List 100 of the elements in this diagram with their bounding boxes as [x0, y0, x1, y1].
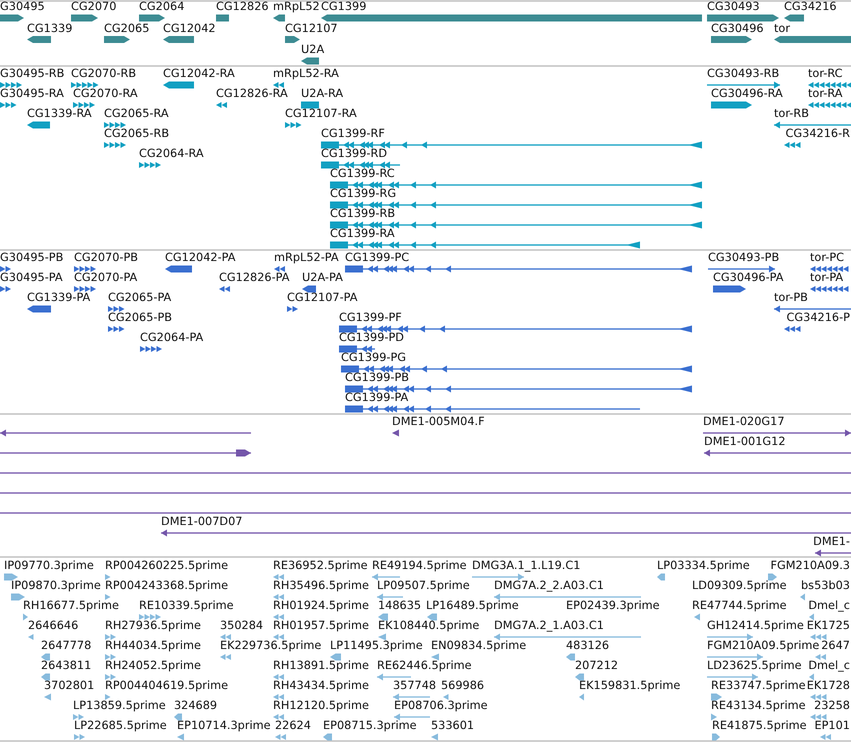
est-label: EK159831.5prime [579, 679, 680, 692]
est-label: LP11495.3prime [330, 639, 423, 652]
transcript-label: mRpL52-RA [273, 67, 339, 80]
est-label: 3702801 [44, 679, 94, 692]
est-label: EP08715.3prime [323, 719, 417, 732]
est-label: RH27936.5prime [105, 619, 201, 632]
est-label: 22624 [275, 719, 311, 732]
protein-label: CG1399-PC [345, 251, 410, 264]
transcript-label: CG2065-RB [104, 127, 170, 140]
transcript-label: CG12826-RA [216, 87, 288, 100]
est-label: 357748 [393, 679, 436, 692]
transcript-label: CG1399-RB [330, 207, 396, 220]
est-label: EP10714.3prime [177, 719, 271, 732]
est-label: RH35496.5prime [273, 579, 369, 592]
est-label: FGM210A09.5prime [707, 639, 820, 652]
protein-label: CG1399-PG [341, 351, 406, 364]
protein-label: CG1399-PA [345, 391, 408, 404]
gene-label: tor [774, 22, 790, 34]
est-label: RE33747.5prime [711, 679, 806, 692]
est-label: RH16677.5prime [23, 599, 119, 612]
transcript-label: CG12107-RA [285, 107, 357, 120]
gene-label: U2A [301, 43, 324, 56]
transcript-label: CG12042-RA [163, 67, 235, 80]
gene-label: CG2064 [139, 0, 184, 13]
clone-label: DME1-001G12 [704, 435, 786, 448]
est-label: RE43134.5prime [711, 699, 806, 712]
est-label: DMG3A.1_1.L19.C1 [472, 559, 580, 572]
gene-label: CG1339 [27, 22, 72, 34]
transcript-label: CG1399-RC [330, 167, 395, 180]
clone-label: DME1-005M04.F [392, 415, 485, 428]
est-label: RP004243368.5prime [105, 579, 228, 592]
est-label: 533601 [431, 719, 474, 732]
transcript-label: G30495-RB [0, 67, 64, 80]
gene-label: CG34216 [784, 0, 837, 13]
transcript-label: G30495-RA [0, 87, 64, 100]
est-label: 569986 [441, 679, 484, 692]
est-label: 23258 [814, 699, 850, 712]
est-label: 207212 [575, 659, 618, 672]
est-label: EP02439.3prime [566, 599, 660, 612]
transcript-label: CG1339-RA [27, 107, 92, 120]
est-label: EN09834.5prime [431, 639, 526, 652]
protein-label: CG2070-PA [74, 271, 138, 284]
transcript-label: CG1399-RF [321, 127, 385, 140]
est-label: RP004404619.5prime [105, 679, 228, 692]
est-label: LP03334.5prime [657, 559, 750, 572]
transcript-label: CG30496-RA [711, 87, 783, 100]
gene-label: CG12826 [216, 0, 269, 13]
est-label: LP16489.5prime [426, 599, 519, 612]
transcript-label: U2A-RA [301, 87, 344, 100]
est-label: 148635 [378, 599, 422, 612]
est-label: DMG7A.2_1.A03.C1 [494, 619, 604, 632]
gene-label: CG2065 [104, 22, 150, 34]
transcript-label: CG34216-R [785, 127, 850, 140]
protein-label: tor-PB [774, 291, 808, 304]
gene-label: CG2070 [71, 0, 116, 13]
protein-label: tor-PA [810, 271, 844, 284]
est-label: FGM210A09.3 [770, 559, 850, 572]
est-label: EP101 [814, 719, 850, 732]
est-label: RH12120.5prime [273, 699, 369, 712]
est-label: 324689 [174, 699, 218, 712]
protein-label: U2A-PA [302, 271, 343, 284]
est-label: 2643811 [41, 659, 92, 672]
gene-label: CG1399 [321, 0, 366, 13]
est-label: 350284 [220, 619, 264, 632]
est-label: 2646646 [28, 619, 78, 632]
est-label: LP09507.5prime [377, 579, 470, 592]
transcript-label: CG30493-RB [707, 67, 780, 80]
est-label: LD09309.5prime [692, 579, 787, 592]
protein-label: CG1399-PD [339, 331, 404, 344]
protein-label: CG2070-PB [74, 251, 138, 264]
est-label: IP09770.3prime [4, 559, 94, 572]
protein-label: CG2065-PA [108, 291, 172, 304]
protein-label: CG1399-PF [339, 311, 402, 324]
protein-label: CG2064-PA [140, 331, 204, 344]
est-label: RE62446.5prime [377, 659, 472, 672]
protein-label: CG30493-PB [708, 251, 780, 264]
est-label: Dmel_c [808, 659, 850, 672]
protein-label: CG12107-PA [287, 291, 358, 304]
clone-label: DME1-007D07 [161, 515, 242, 528]
protein-label: CG30496-PA [713, 271, 784, 284]
est-label: 2647 [821, 639, 850, 652]
est-label: bs53b03 [801, 579, 850, 592]
est-label: RH43434.5prime [273, 679, 369, 692]
est-label: 483126 [566, 639, 610, 652]
protein-label: CG12826-PA [219, 271, 290, 284]
est-label: EK229736.5prime [220, 639, 322, 652]
transcript-label: CG1399-RD [321, 147, 388, 160]
protein-label: CG12042-PA [165, 251, 236, 264]
protein-label: CG34216-P [786, 311, 850, 324]
transcript-label: CG1399-RG [330, 187, 396, 200]
transcript-label: CG2070-RB [71, 67, 136, 80]
transcript-label: CG1399-RA [330, 227, 395, 240]
est-label: 2647778 [41, 639, 92, 652]
transcript-label: CG2070-RA [73, 87, 138, 100]
est-label: RH44034.5prime [105, 639, 201, 652]
protein-label: G30495-PA [0, 271, 63, 284]
clone-label: DME1- [813, 535, 850, 548]
protein-label: tor-PC [810, 251, 844, 264]
est-label: LP22685.5prime [74, 719, 167, 732]
est-label: RE47744.5prime [692, 599, 787, 612]
